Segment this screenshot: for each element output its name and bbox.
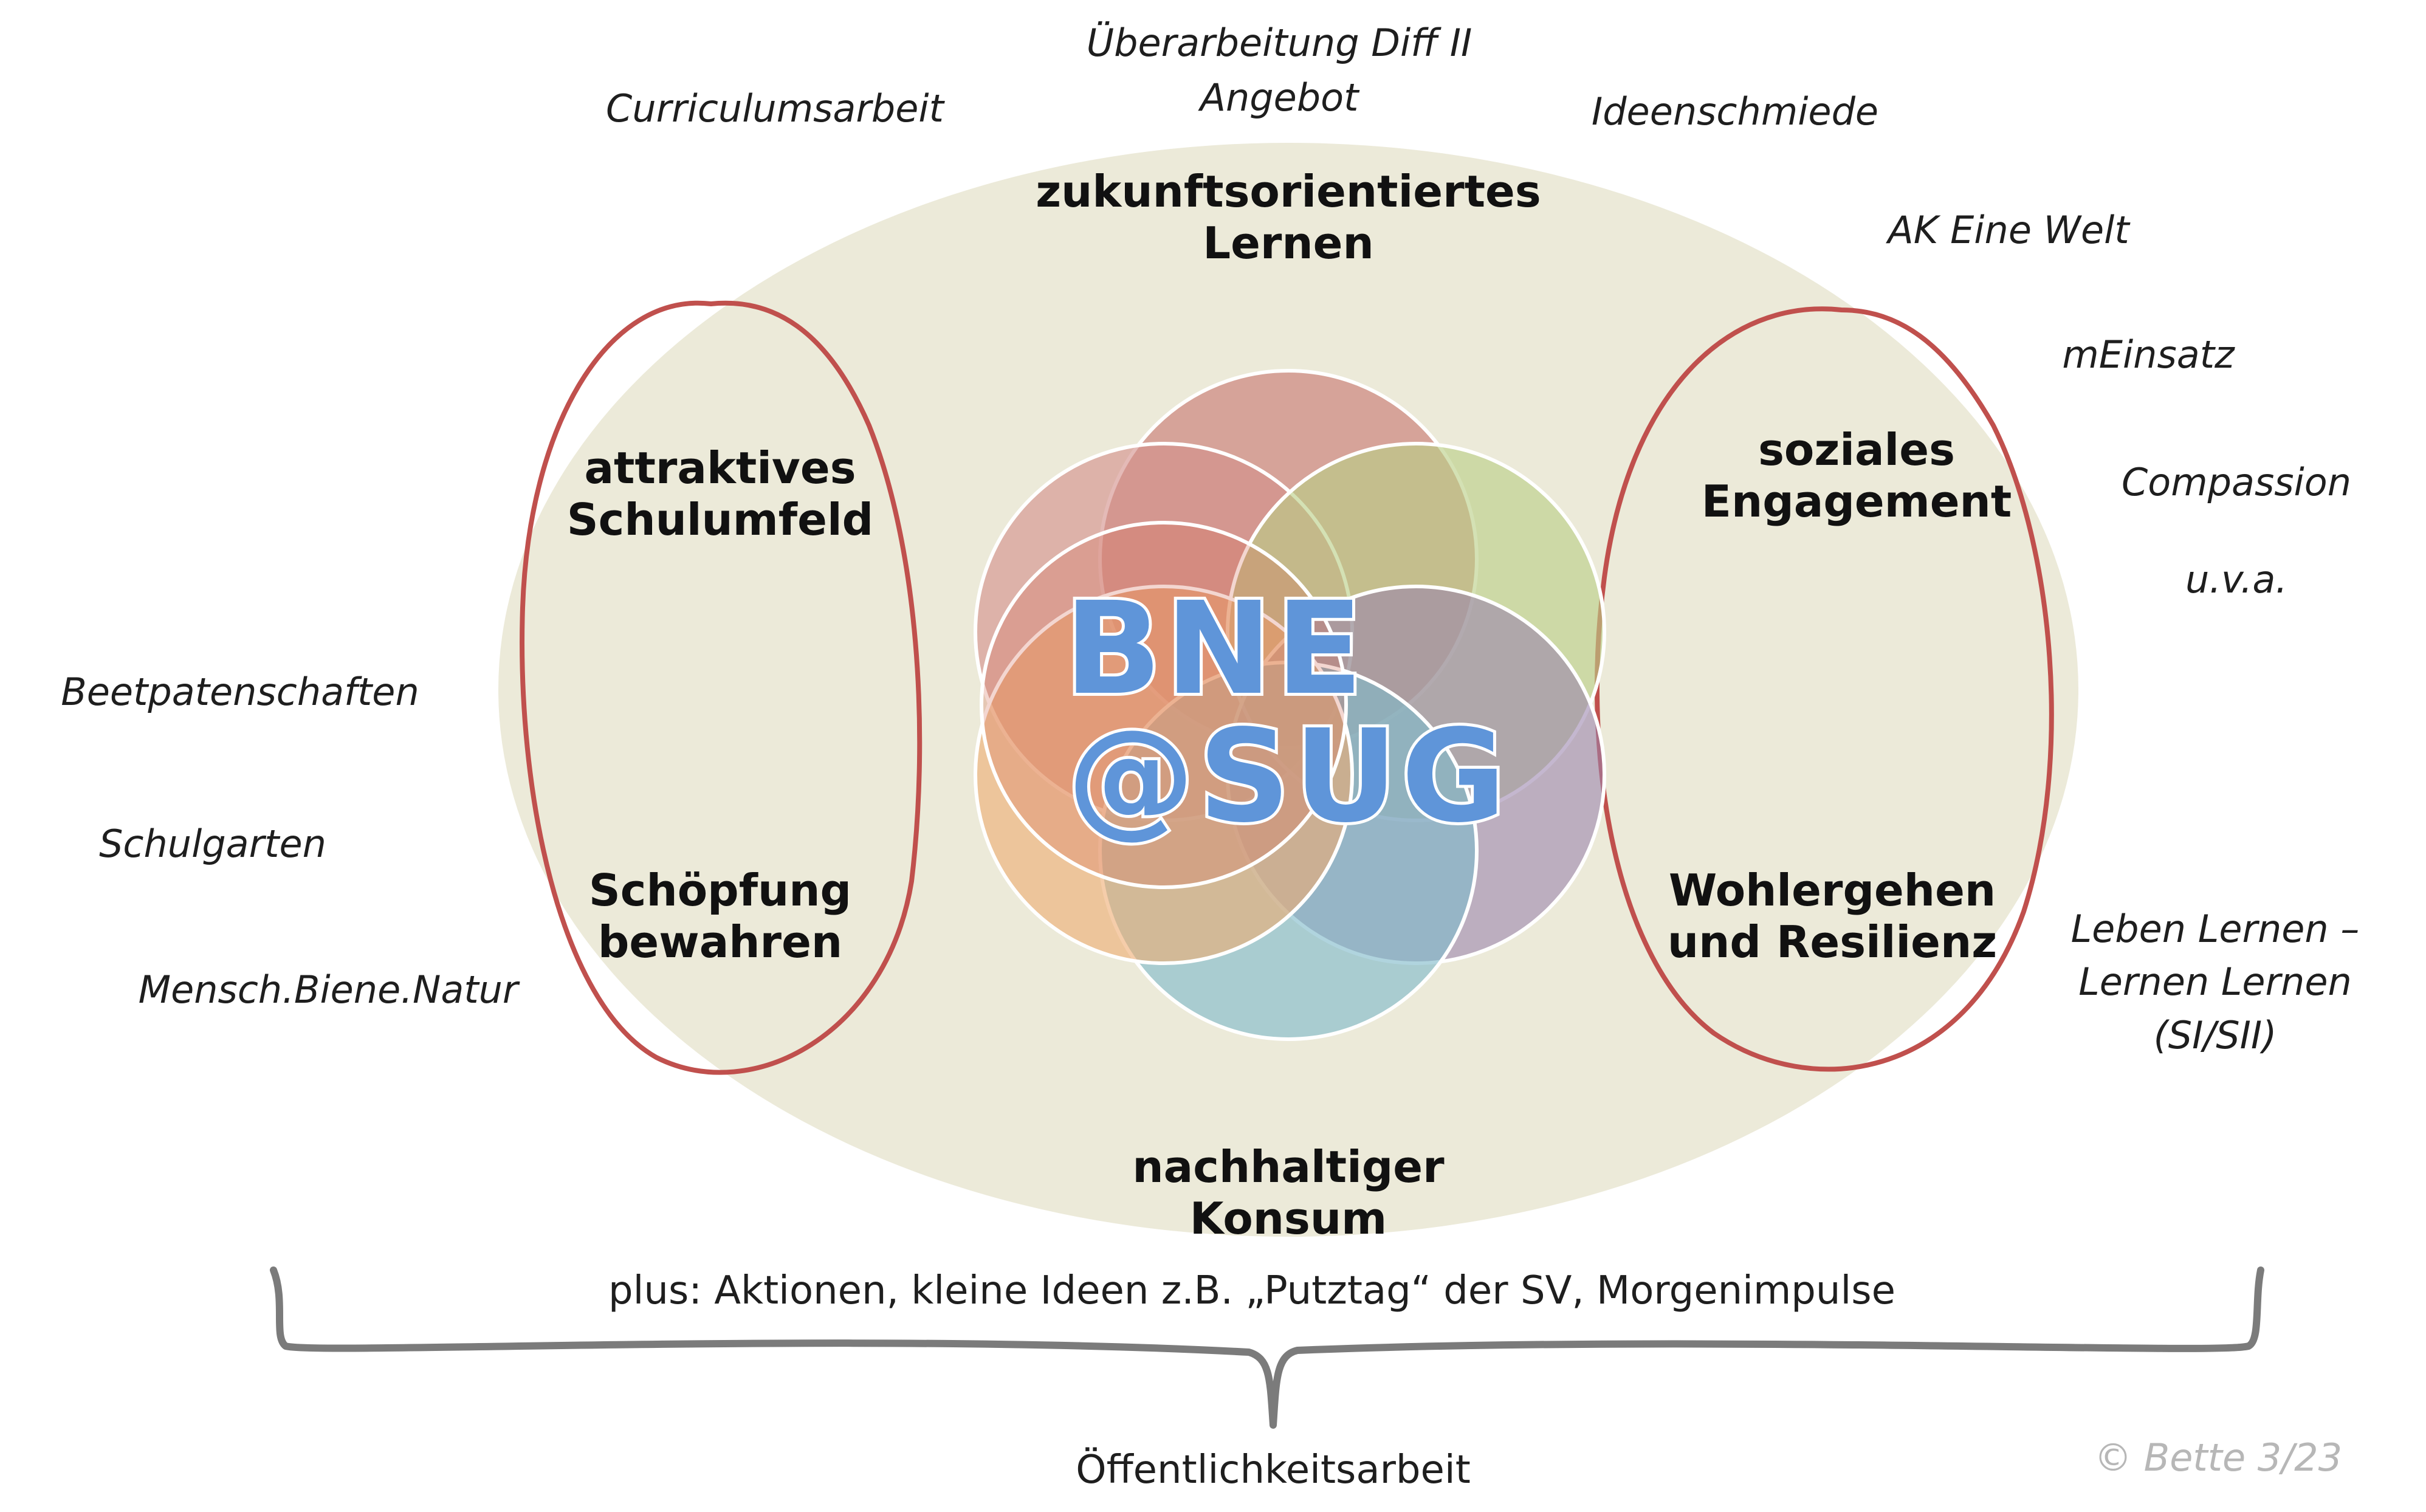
note-diff-line-1: Überarbeitung Diff II [1087, 21, 1472, 65]
petal-center [980, 521, 1348, 889]
plus-line: plus: Aktionen, kleine Ideen z.B. „Putzt… [608, 1268, 1895, 1313]
flower [974, 369, 1606, 1041]
note-schulgarten: Schulgarten [99, 822, 326, 866]
logo-line-2: @SUG [1067, 702, 1510, 851]
note-leben-line-2: Lernen Lernen [2078, 960, 2352, 1004]
topic-schoepfung-line-2: bewahren [598, 916, 842, 967]
note-leben-line-3: (SI/SII) [2154, 1013, 2277, 1057]
note-compassion: Compassion [2122, 460, 2351, 504]
logo-line-1: BNE [1064, 574, 1366, 723]
note-uva: u.v.a. [2185, 557, 2287, 602]
petal-bottom-left [974, 585, 1354, 965]
note-meinsatz: mEinsatz [2062, 332, 2235, 377]
note-mensch-biene-natur: Mensch.Biene.Natur [139, 967, 520, 1012]
copyright: © Bette 3/23 [2094, 1435, 2342, 1480]
topic-konsum-line-2: Konsum [1190, 1193, 1387, 1244]
oeffentlichkeit-label: Öffentlichkeitsarbeit [1076, 1447, 1471, 1493]
left-group-outline [520, 300, 923, 1075]
note-diff-line-2: Angebot [1198, 75, 1360, 120]
note-ideenschmiede: Ideenschmiede [1592, 89, 1878, 134]
topic-wohl-line-1: Wohlergehen [1669, 865, 1996, 916]
note-ak-eine-welt: AK Eine Welt [1885, 208, 2131, 252]
right-group-outline [1595, 306, 2054, 1072]
bottom-brace [270, 1266, 2264, 1429]
topic-zukunft-line-2: Lernen [1203, 218, 1374, 269]
topic-sozial-line-1: soziales [1758, 424, 1955, 475]
topic-zukunft-line-1: zukunftsorientiertes [1036, 166, 1541, 217]
topic-konsum-line-1: nachhaltiger [1132, 1141, 1445, 1192]
note-beetpatenschaften: Beetpatenschaften [61, 670, 419, 714]
note-leben-line-1: Leben Lernen – [2071, 907, 2360, 951]
note-curriculum: Curriculumsarbeit [606, 86, 946, 131]
topic-schulumfeld-line-2: Schulumfeld [567, 494, 873, 545]
topic-schoepfung-line-1: Schöpfung [589, 865, 851, 916]
topic-sozial-line-2: Engagement [1702, 476, 2012, 527]
topic-wohl-line-2: und Resilienz [1668, 916, 1997, 967]
topic-schulumfeld-line-1: attraktives [584, 442, 856, 493]
